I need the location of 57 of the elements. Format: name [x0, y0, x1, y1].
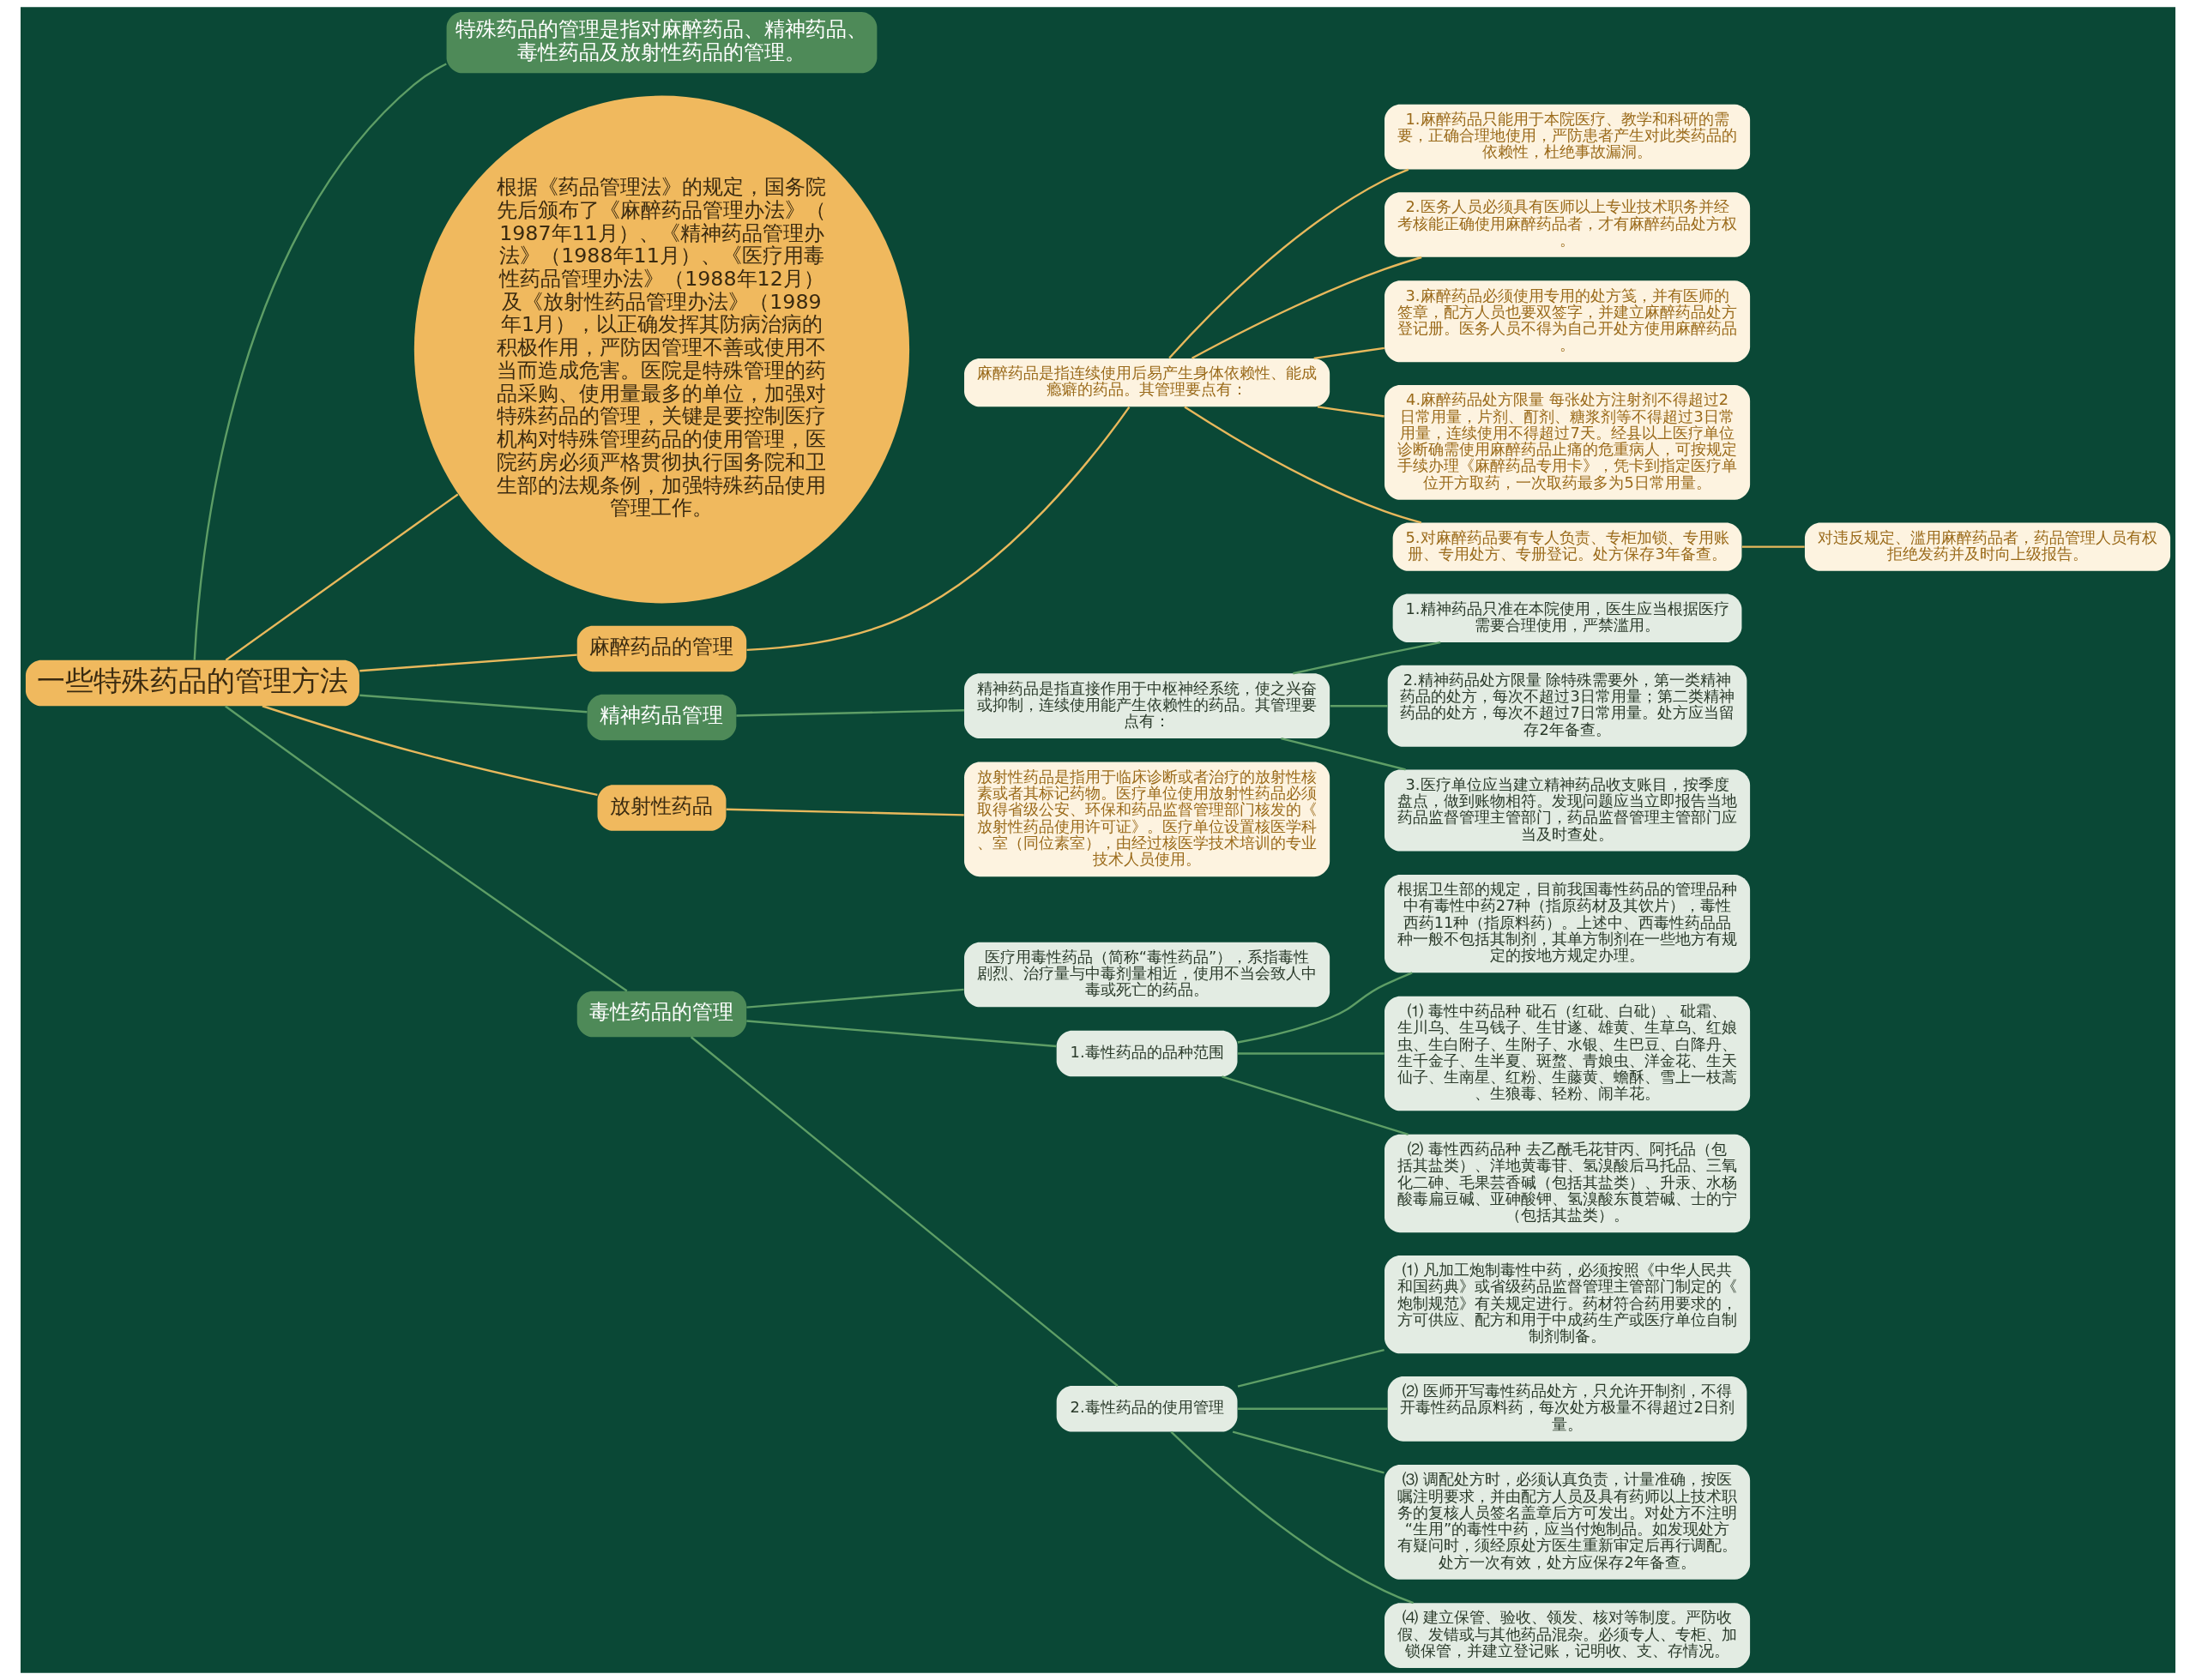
node-box: 毒性药品的管理 — [576, 991, 747, 1038]
node-box: 精神药品管理 — [587, 694, 737, 741]
node-box: 1.毒性药品的品种范围 — [1056, 1030, 1238, 1077]
connector — [359, 694, 588, 714]
node-box: 5.对麻醉药品要有专人负责、专柜加锁、专用账册、专用处方、专册登记。处方保存3年备查。 — [1392, 522, 1742, 571]
connector — [225, 705, 628, 992]
connector — [746, 1020, 1057, 1048]
connector — [746, 406, 1131, 652]
node-box: 根据卫生部的规定，目前我国毒性药品的管理品种中有毒性中药27种（指原药材及其饮片），毒性西药11种（指原料药）。上述中、西毒性药品品种一般不包括其制剂，其单方制剂在一些地方有规定的按地方规定办理。 — [1385, 874, 1751, 973]
node-box: 2.毒性药品的使用管理 — [1056, 1386, 1238, 1432]
node-box: ⑷ 建立保管、验收、领发、核对等制度。严防收假、发错或与其他药品混杂。必须专人、专柜、加锁保管，并建立登记账，记明收、支、存情况。 — [1385, 1603, 1751, 1668]
node-box: 4.麻醉药品处方限量 每张处方注射剂不得超过2日常用量，片剂、酊剂、糖浆剂等不得超过3日常用量，连续使用不得超过7天。经县以上医疗单位诊断确需使用麻醉药品止痛的危重病人，可按规定手续办理《麻醉药品专用卡》，凭卡到指定医疗单位开方取药，一次取药最多为5日常用量。 — [1385, 385, 1751, 500]
node-box: ⑴ 凡加工炮制毒性中药，必须按照《中华人民共和国药典》或省级药品监督管理主管部门制定的《炮制规范》有关规定进行。药材符合药用要求的，方可供应、配方和用于中成药生产或医疗单位自制制剂制备。 — [1385, 1255, 1751, 1354]
connector — [1313, 346, 1385, 360]
node-box: 一些特殊药品的管理方法 — [25, 659, 359, 707]
connector — [193, 63, 447, 660]
connector — [1232, 1430, 1385, 1474]
connector — [1237, 972, 1413, 1044]
connector — [1238, 1052, 1385, 1055]
connector — [225, 493, 459, 661]
node-box: 1.麻醉药品只能用于本院医疗、教学和科研的需要，正确合理地使用，严防患者产生对此类药品的依赖性，杜绝事故漏洞。 — [1385, 104, 1751, 170]
connector — [1741, 545, 1805, 548]
connector — [359, 653, 577, 672]
connector — [262, 705, 598, 797]
node-box: ⑵ 医师开写毒性药品处方，只允许开制剂，不得开毒性药品原料药，每次处方极量不得超过2日剂量。 — [1387, 1376, 1747, 1442]
node-box: 3.麻醉药品必须使用专用的处方笺，并有医师的签章，配方人员也要双签字，并建立麻醉药品处方登记册。医务人员不得为自己开处方使用麻醉药品。 — [1385, 280, 1751, 363]
node-box: 放射性药品 — [597, 785, 727, 831]
node-box: 医疗用毒性药品（简称“毒性药品”），系指毒性剧烈、治疗量与中毒剂量相近，使用不当会致人中毒或死亡的药品。 — [964, 942, 1330, 1008]
connector — [1330, 705, 1388, 708]
connector — [1317, 406, 1385, 418]
connector — [1191, 256, 1422, 359]
connector — [736, 709, 964, 717]
connector — [726, 808, 964, 816]
connector — [1293, 641, 1441, 675]
node-box: 特殊药品的管理是指对麻醉药品、精神药品、毒性药品及放射性药品的管理。 — [446, 12, 878, 74]
node-box: 2.精神药品处方限量 除特殊需要外，第一类精神药品的处方，每次不超过3日常用量；第二类精神药品的处方，每次不超过7日常用量。处方应当留存2年备查。 — [1387, 665, 1747, 747]
connector — [1168, 168, 1409, 359]
connector — [1237, 1348, 1385, 1388]
connector — [746, 988, 964, 1009]
node-box: ⑴ 毒性中药品种 砒石（红砒、白砒）、砒霜、生川乌、生马钱子、生甘遂、雄黄、生草乌、红娘虫、生白附子、生附子、水银、生巴豆、白降丹、生千金子、生半夏、斑蝥、青娘虫、洋金花、生天仙子、生南星、红粉、生藤黄、蟾酥、雪上一枝蒿、生狼毒、轻粉、闹羊花。 — [1385, 996, 1751, 1111]
node-box: 3.医疗单位应当建立精神药品收支账目，按季度盘点，做到账物相符。发现问题应当立即报告当地药品监督管理主管部门，药品监督管理主管部门应当及时查处。 — [1385, 769, 1751, 852]
connector — [1238, 1407, 1388, 1410]
node-box: ⑵ 毒性西药品种 去乙酰毛花苷丙、阿托品（包括其盐类）、洋地黄毒苷、氢溴酸后马托品、三氧化二砷、毛果芸香碱（包括其盐类）、升汞、水杨酸毒扁豆碱、亚砷酸钾、氢溴酸东莨菪碱、士的宁（包括其盐类）。 — [1385, 1134, 1751, 1233]
node-box: 麻醉药品的管理 — [576, 625, 747, 672]
node-box: 2.医务人员必须具有医师以上专业技术职务并经考核能正确使用麻醉药品者，才有麻醉药品处方权。 — [1385, 192, 1751, 257]
connector — [1222, 1075, 1409, 1135]
connector — [1170, 1430, 1414, 1605]
connector — [1281, 738, 1406, 771]
node-box: 麻醉药品是指连续使用后易产生身体依赖性、能成瘾癖的药品。其管理要点有： — [964, 358, 1330, 407]
node-box: 精神药品是指直接作用于中枢神经系统，使之兴奋或抑制，连续使用能产生依赖性的药品。其管理要点有： — [964, 673, 1330, 739]
node-box: 1.精神药品只准在本院使用，医生应当根据医疗需要合理使用，严禁滥用。 — [1392, 593, 1742, 642]
connector — [690, 1036, 1119, 1387]
node-box: 对违反规定、滥用麻醉药品者，药品管理人员有权拒绝发药并及时向上级报告。 — [1804, 522, 2171, 571]
node-box: ⑶ 调配处方时，必须认真负责，计量准确，按医嘱注明要求，并由配方人员及具有药师以上技术职务的复核人员签名盖章后方可发出。对处方不注明“生用”的毒性中药，应当付炮制品。如发现处方有疑问时，须经原处方医生重新审定后再行调配。处方一次有效，处方应保存2年备查。 — [1385, 1465, 1751, 1580]
connector — [1184, 406, 1422, 524]
node-circle: 根据《药品管理法》的规定，国务院先后颁布了《麻醉药品管理办法》（1987年11月）、《精神药品管理办法》（1988年11月）、《医疗用毒性药品管理办法》（1988年12月）及《放射性药品管理办法》（1989年1月），以正确发挥其防病治病的积极作用，严防因管理不善或使用不当而造成危害。医院是特殊管理的药品采购、使用量最多的单位，加强对特殊药品的管理，关键是要控制医疗机构对特殊管理药品的使用管理，医院药房必须严格贯彻执行国务院和卫生部的法规条例，加强特殊药品使用管理工作。 — [413, 95, 910, 604]
node-box: 放射性药品是指用于临床诊断或者治疗的放射性核素或者其标记药物。医疗单位使用放射性药品必须取得省级公安、环保和药品监督管理部门核发的《放射性药品使用许可证》。医疗单位设置核医学科、室（同位素室），由经过核医学技术培训的专业技术人员使用。 — [964, 762, 1330, 877]
